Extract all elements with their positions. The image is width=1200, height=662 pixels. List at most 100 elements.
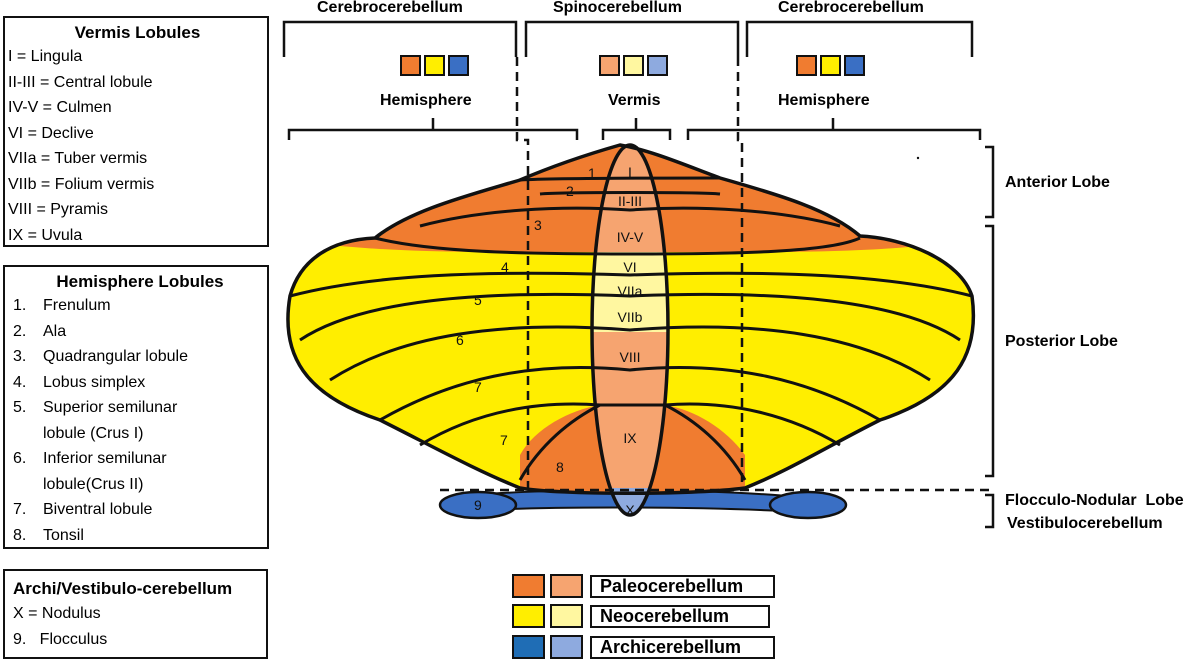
vermis-lobules-list: I = Lingula II-III = Central lobule IV-V…	[8, 44, 267, 248]
vermis-label: VIIb	[618, 309, 643, 325]
hemisphere-lobule-item: 2. Ala	[13, 319, 267, 345]
item-number: 8.	[13, 526, 27, 544]
legend-archi-light	[550, 635, 583, 659]
hemisphere-label: 9	[474, 497, 482, 513]
hemisphere-lobule-item-cont: lobule(Crus II)	[13, 472, 267, 498]
item-number: 3.	[13, 348, 27, 365]
sub-label-hemisphere-left: Hemisphere	[380, 92, 472, 109]
vermis-lobule-item: II-III = Central lobule	[8, 73, 153, 91]
vermis-labels: I II-III IV-V VI VIIa VIIb VIII IX X	[617, 164, 644, 518]
hemisphere-label: 3	[534, 217, 542, 233]
anterior-lobe-label: Anterior Lobe	[1005, 174, 1110, 191]
item-number: 7.	[13, 501, 27, 518]
neo-dark-swatch	[424, 55, 445, 76]
item-text: Lobus simplex	[43, 373, 146, 391]
vermis-outline	[590, 143, 670, 517]
hemisphere-lobule-item: 8. Tonsil	[13, 523, 267, 549]
hemisphere-lobules-list: 1. Frenulum 2. Ala 3. Quadrangular lobule 4…	[13, 293, 267, 548]
hemisphere-lobule-item: 3. Quadrangular lobule	[13, 344, 267, 370]
vermis-swatches	[599, 55, 668, 76]
posterior-lobe-label: Posterior Lobe	[1005, 333, 1118, 350]
item-number: 2.	[13, 322, 27, 340]
vermis-lobule-item: I = Lingula	[8, 48, 83, 65]
hemisphere-label: 4	[501, 259, 509, 275]
legend-swatches	[512, 574, 583, 659]
vermis-label: VIIa	[618, 283, 643, 299]
flocculus-right	[768, 490, 848, 520]
hemisphere-label: 7	[474, 379, 482, 395]
paleo-light-swatch	[599, 55, 620, 76]
legend-neo-dark	[512, 604, 545, 628]
hemisphere-label: 8	[556, 459, 564, 475]
vermis-label: I	[628, 164, 632, 180]
vermis-label: IV-V	[617, 229, 644, 245]
vestibulocerebellum-label: Vestibulocerebellum	[1007, 515, 1163, 532]
item-number: 5.	[13, 399, 27, 416]
sub-label-hemisphere-right: Hemisphere	[778, 92, 870, 109]
legend-neo-light	[550, 604, 583, 628]
hemisphere-lobule-item: 7. Biventral lobule	[13, 497, 267, 523]
hemisphere-label: 5	[474, 292, 482, 308]
hemisphere-label: 6	[456, 332, 464, 348]
hemisphere-label: 7	[500, 432, 508, 448]
vermis-label: IX	[623, 430, 637, 446]
item-text: Superior semilunar	[43, 399, 178, 416]
vermis-lobules-box: Vermis Lobules I = Lingula II-III = Cent…	[3, 16, 269, 247]
item-text: Biventral lobule	[43, 501, 153, 518]
item-number: 6.	[13, 450, 27, 467]
hemisphere-lobule-item-cont: lobule (Crus I)	[13, 421, 267, 447]
legend-paleo-light	[550, 574, 583, 598]
vermis-lobules-title: Vermis Lobules	[74, 23, 201, 42]
hemisphere-swatches-right	[796, 55, 865, 76]
neo-light-swatch	[623, 55, 644, 76]
vermis-lobule-item: VIIa = Tuber vermis	[8, 150, 148, 167]
item-text: lobule (Crus I)	[43, 424, 144, 442]
item-text: Tonsil	[43, 526, 84, 544]
hemisphere-lobule-item: 6. Inferior semilunar	[13, 446, 267, 472]
item-text: Ala	[43, 322, 67, 340]
top-label-cerebrocerebellum-right: Cerebrocerebellum	[778, 0, 924, 16]
neo-dark-swatch	[820, 55, 841, 76]
paleo-dark-swatch	[400, 55, 421, 76]
hemisphere-label: 2	[566, 183, 574, 199]
flocculus-left	[438, 490, 518, 520]
top-label-cerebrocerebellum-left: Cerebrocerebellum	[317, 0, 463, 16]
flocculo-nodular-lobe-label: Flocculo-Nodular Lobe	[1005, 492, 1184, 509]
legend-paleo-dark	[512, 574, 545, 598]
paleo-dark-swatch	[796, 55, 817, 76]
archi-title: Archi/Vestibulo-cerebellum	[13, 579, 233, 598]
vermis-label: II-III	[618, 193, 642, 209]
item-number: 1.	[13, 297, 27, 314]
vermis-lobule-item: IX = Uvula	[8, 226, 83, 244]
top-label-spinocerebellum: Spinocerebellum	[553, 0, 682, 16]
vermis-label: VIII	[619, 349, 640, 365]
archi-item: X = Nodulus	[13, 605, 101, 622]
stray-dot	[916, 156, 920, 160]
vermis-lobule-item: IV-V = Culmen	[8, 99, 112, 116]
sub-label-vermis: Vermis	[608, 92, 661, 109]
archi-light-swatch	[647, 55, 668, 76]
item-text: Frenulum	[43, 297, 111, 314]
hemisphere-lobules-box: Hemisphere Lobules 1. Frenulum 2. Ala 3. Qu…	[3, 265, 269, 549]
vermis-lobule-item: VI = Declive	[8, 124, 94, 142]
hemisphere-labels: 1 2 3 4 5 6 7 7 8 9	[456, 165, 596, 513]
region-dashed-lines	[440, 57, 990, 492]
hemisphere-lobules-title: Hemisphere Lobules	[56, 272, 224, 291]
archi-dark-swatch	[448, 55, 469, 76]
vermis-label: X	[625, 502, 635, 518]
cerebellum-outline	[286, 143, 976, 495]
item-text: Quadrangular lobule	[43, 348, 188, 365]
item-text: Inferior semilunar	[43, 450, 167, 467]
side-brackets	[985, 145, 995, 529]
hemisphere-lobule-item: 4.Lobus simplex	[13, 370, 267, 396]
legend-neocerebellum: Neocerebellum	[590, 605, 770, 628]
hemisphere-lobule-item: 5. Superior semilunar	[13, 395, 267, 421]
vermis-lobule-item: VIIb = Folium vermis	[8, 175, 155, 193]
vermis-label: VI	[623, 259, 636, 275]
item-text: lobule(Crus II)	[43, 475, 144, 493]
hemisphere-label: 1	[588, 165, 596, 181]
legend-archi-dark	[512, 635, 545, 659]
archi-vestibulo-box: Archi/Vestibulo-cerebellum X = Nodulus 9…	[3, 569, 268, 659]
hemisphere-lobule-item: 1. Frenulum	[13, 293, 267, 319]
